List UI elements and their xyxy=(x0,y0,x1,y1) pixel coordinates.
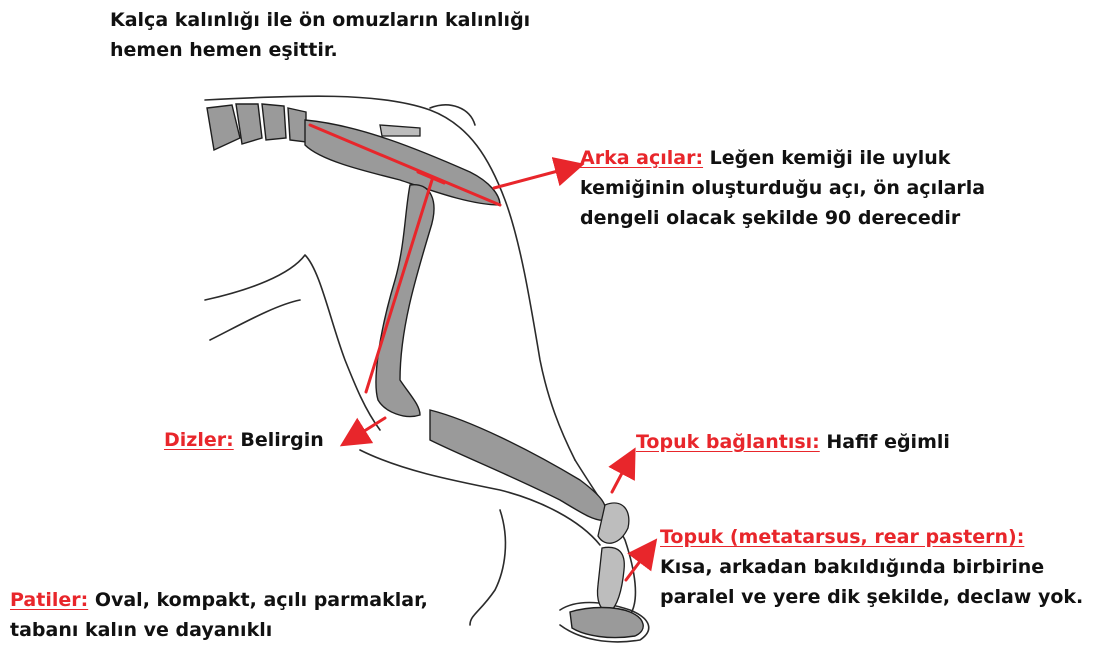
arrow-arka-acilar xyxy=(494,167,573,188)
patiler-line2: tabanı kalın ve dayanıklı xyxy=(10,615,428,645)
belly-line xyxy=(210,300,300,340)
femur-bone xyxy=(376,185,434,417)
thigh-front-line xyxy=(205,255,380,430)
annotation-patiler: Patiler: Oval, kompakt, açılı parmaklar,… xyxy=(10,585,428,645)
topuk-baglantisi-text: Hafif eğimli xyxy=(820,431,950,453)
patiler-line1: Oval, kompakt, açılı parmaklar, xyxy=(88,589,428,611)
arka-acilar-line2: kemiğinin oluşturduğu açı, ön açılarla xyxy=(580,173,985,203)
topuk-line2: paralel ve yere dik şekilde, declaw yok. xyxy=(660,582,1083,612)
header-note-line1: Kalça kalınlığı ile ön omuzların kalınlı… xyxy=(110,5,530,35)
annotation-topuk-baglantisi: Topuk bağlantısı: Hafif eğimli xyxy=(636,427,950,457)
arrow-topuk-baglantisi xyxy=(612,458,630,492)
header-note: Kalça kalınlığı ile ön omuzların kalınlı… xyxy=(110,5,530,65)
dizler-text: Belirgin xyxy=(234,429,324,451)
annotation-arka-acilar: Arka açılar: Leğen kemiği ile uyluk kemi… xyxy=(580,143,985,233)
term-dizler: Dizler: xyxy=(164,429,234,451)
annotation-dizler: Dizler: Belirgin xyxy=(164,425,324,455)
topuk-line1: Kısa, arkadan bakıldığında birbirine xyxy=(660,552,1083,582)
arka-acilar-line3: dengeli olacak şekilde 90 derecedir xyxy=(580,203,985,233)
front-paw-outline xyxy=(470,510,505,625)
metatarsus-bone xyxy=(598,547,625,612)
header-note-line2: hemen hemen eşittir. xyxy=(110,35,530,65)
pelvis-angle-line xyxy=(310,125,500,205)
term-arka-acilar: Arka açılar: xyxy=(580,147,703,169)
annotation-topuk: Topuk (metatarsus, rear pastern): Kısa, … xyxy=(660,522,1083,612)
tibia-bone xyxy=(430,410,606,520)
arka-acilar-line1: Leğen kemiği ile uyluk xyxy=(703,147,950,169)
term-topuk-baglantisi: Topuk bağlantısı: xyxy=(636,431,820,453)
term-topuk: Topuk (metatarsus, rear pastern): xyxy=(660,526,1024,548)
term-patiler: Patiler: xyxy=(10,589,88,611)
